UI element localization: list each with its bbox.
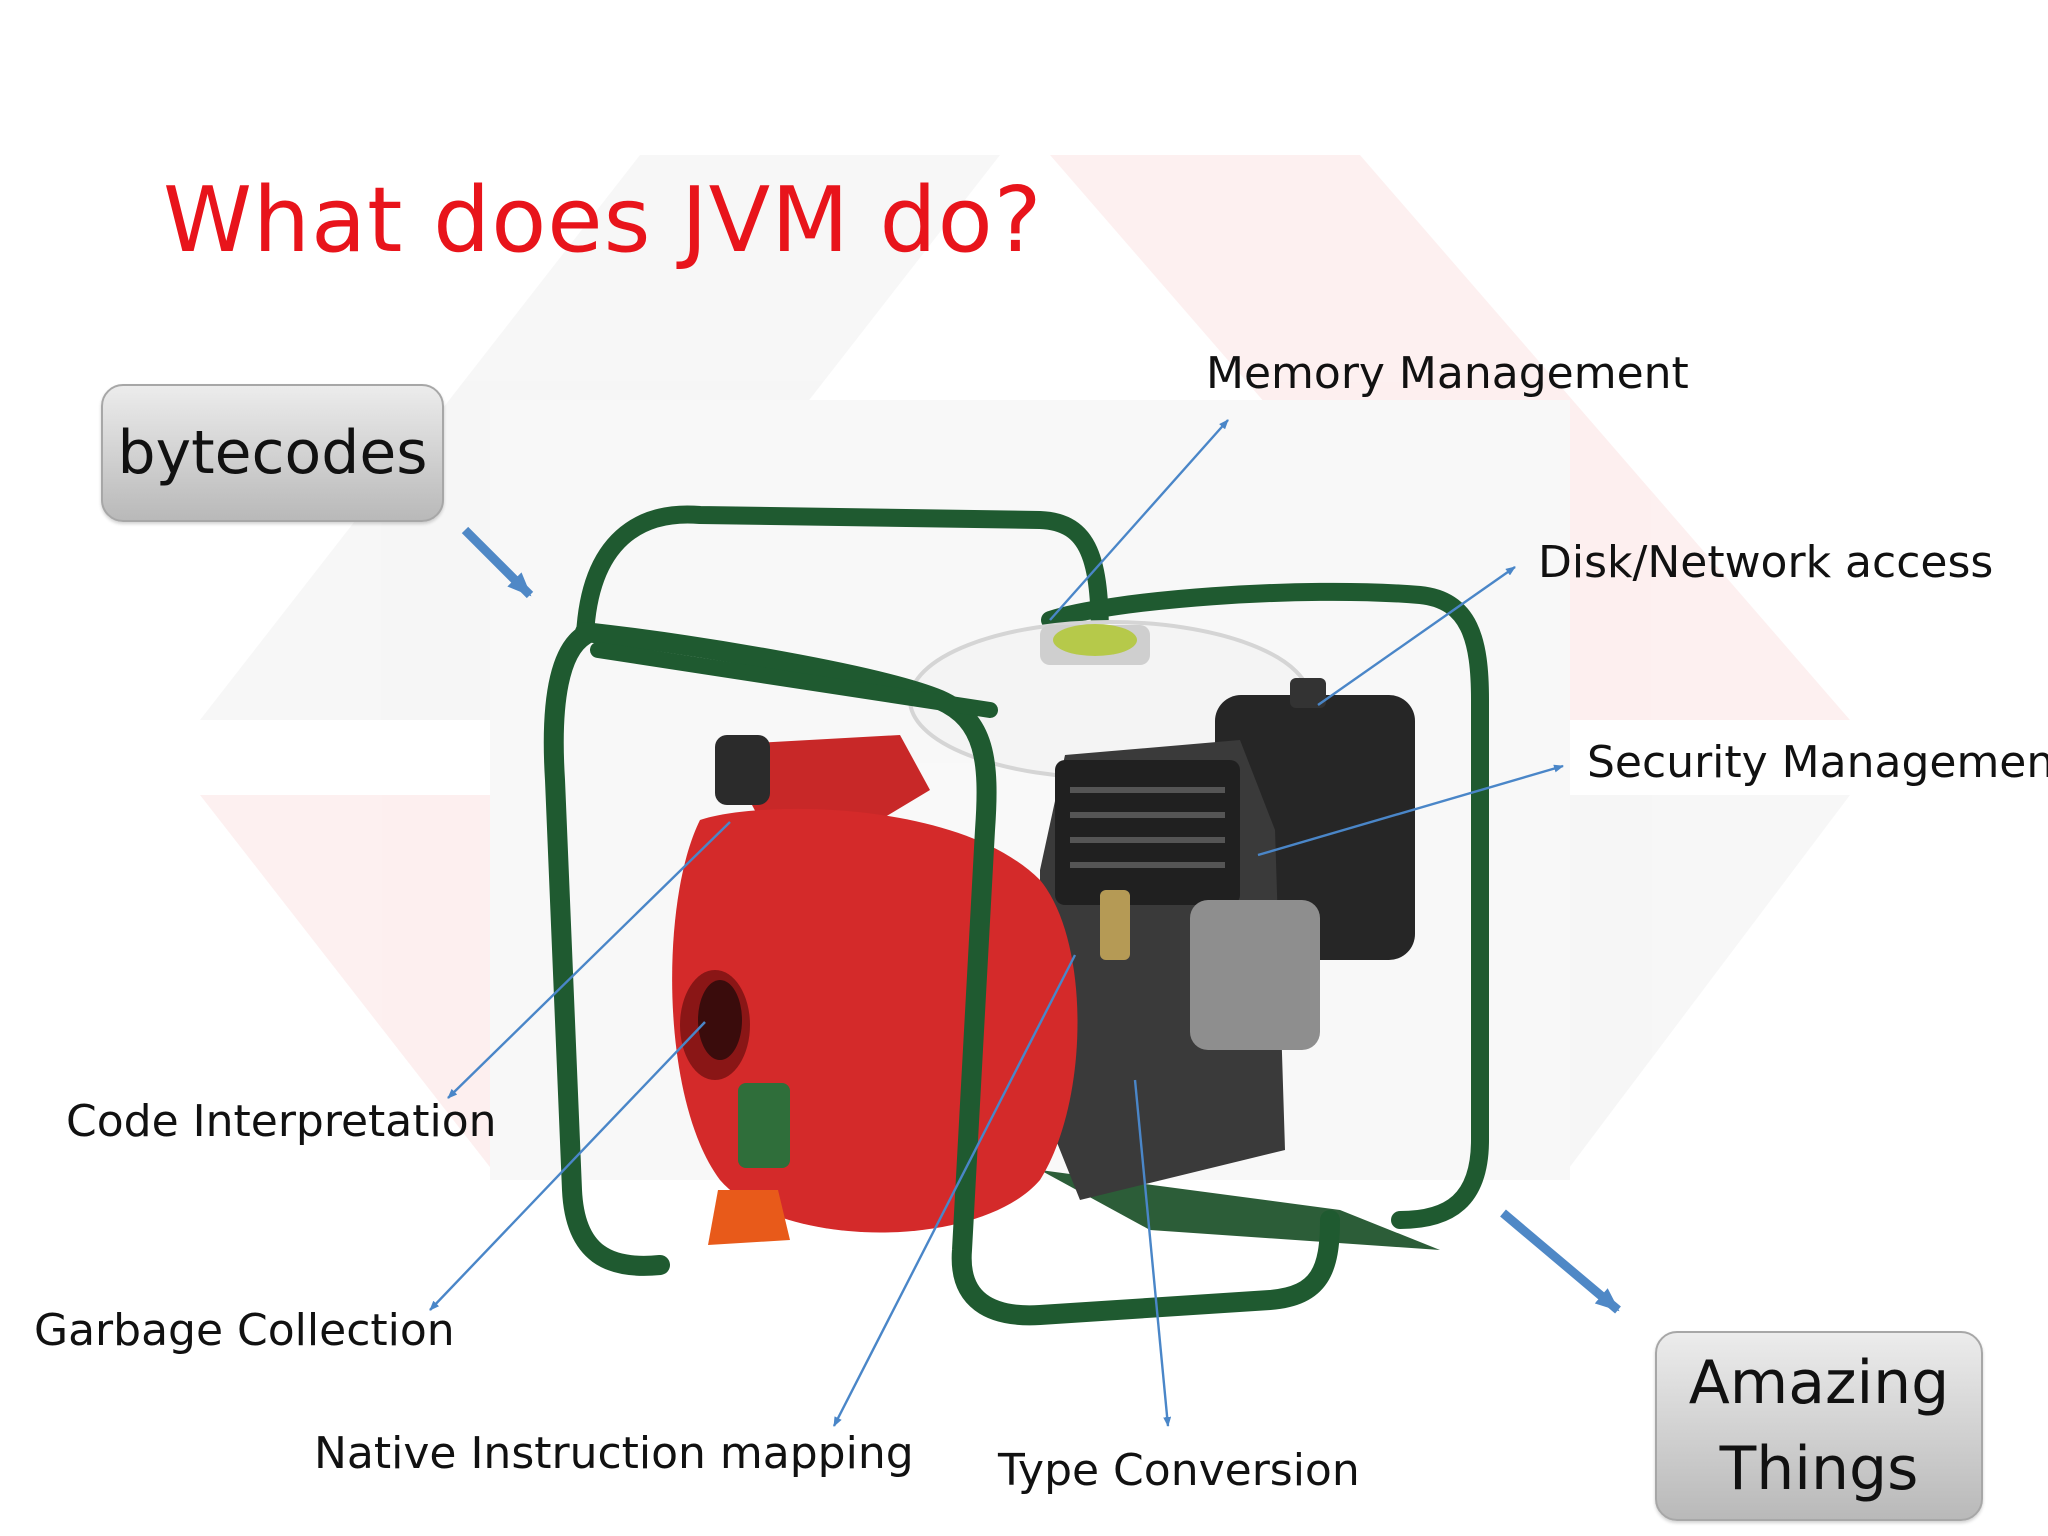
pointer-type bbox=[1135, 1080, 1168, 1426]
pointer-code bbox=[448, 822, 730, 1098]
pointer-disk bbox=[1318, 567, 1515, 705]
pointer-security bbox=[1258, 766, 1563, 855]
flow-arrow-in-icon bbox=[465, 530, 530, 595]
pointer-native bbox=[834, 955, 1075, 1426]
flow-arrow-out-icon bbox=[1503, 1213, 1618, 1310]
pointer-memory bbox=[1050, 420, 1228, 620]
label-native-instruction-mapping: Native Instruction mapping bbox=[314, 1428, 914, 1479]
label-type-conversion: Type Conversion bbox=[998, 1445, 1360, 1496]
label-memory-management: Memory Management bbox=[1206, 348, 1689, 399]
label-code-interpretation: Code Interpretation bbox=[66, 1096, 497, 1147]
label-disk-network-access: Disk/Network access bbox=[1538, 537, 1993, 588]
label-security-management: Security Management bbox=[1587, 737, 2048, 788]
label-garbage-collection: Garbage Collection bbox=[34, 1305, 455, 1356]
pointer-gc bbox=[430, 1022, 705, 1310]
